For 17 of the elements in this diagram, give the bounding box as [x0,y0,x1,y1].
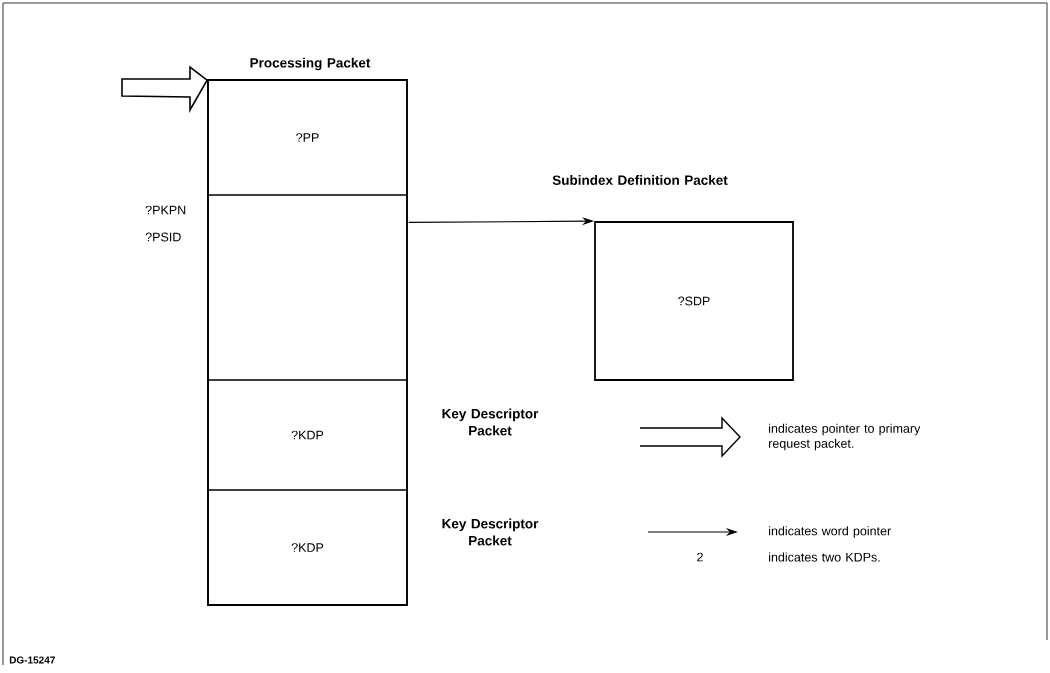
field-box: ?KDP [207,379,408,491]
packet-box: ?SDP [594,221,794,381]
field-label: ?PSID [145,232,181,242]
legend-text: indicates two KDPs. [769,552,880,562]
count-label: 2 [697,552,703,562]
figure-number: DG-15247 [9,656,55,664]
arrow [121,65,209,113]
legend-text: indicates pointer to primary request packet. [769,423,921,451]
field-label: ?PKPN [145,205,186,215]
packet-heading: Key Descriptor Packet [442,408,539,436]
packet-heading: Subindex Definition Packet [552,175,728,185]
packet-heading: Processing Packet [250,57,371,71]
field-box: ?PP [207,79,408,196]
field-box: ?KDP [207,489,408,606]
packet-heading: Key Descriptor Packet [442,518,539,546]
field-box [207,194,408,381]
legend-text: indicates word pointer [769,526,891,538]
